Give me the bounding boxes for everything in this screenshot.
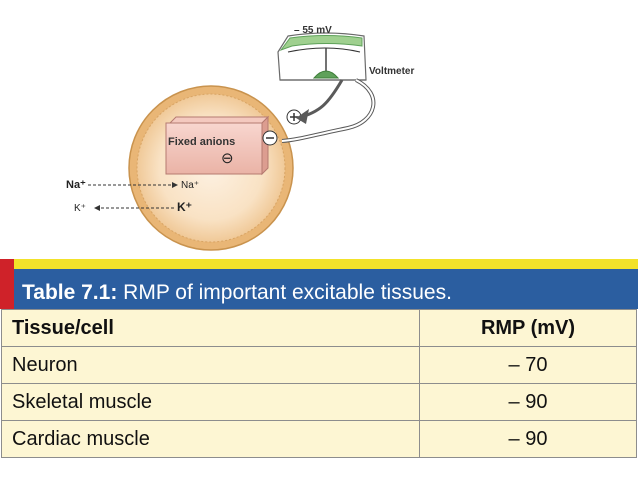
caption-accent-mark [0,259,14,309]
k-outside-label: K⁺ [74,203,86,214]
table-section: Table 7.1: RMP of important excitable ti… [0,259,638,458]
table-caption-text: RMP of important excitable tissues. [123,281,452,304]
fixed-anions-label: Fixed anions [168,136,235,148]
voltmeter-label: Voltmeter [369,66,414,77]
table-row: Skeletal muscle – 90 [1,383,637,421]
voltmeter-reading: – 55 mV [294,25,332,36]
k-inside-label: K⁺ [177,200,192,214]
rmp-cell: – 70 [419,346,637,384]
caption-top-bar [0,259,638,269]
na-outside-label: Na⁺ [66,179,86,191]
na-inside-label: Na⁺ [181,180,199,191]
table-row: Cardiac muscle – 90 [1,420,637,458]
rmp-table: Tissue/cell RMP (mV) Neuron – 70 Skeleta… [1,309,637,458]
table-caption: Table 7.1: RMP of important excitable ti… [22,281,452,309]
ion-movement: Na⁺ Na⁺ K⁺ K⁺ [66,179,199,214]
table-caption-bar: Table 7.1: RMP of important excitable ti… [0,259,638,309]
membrane-potential-diagram: Fixed anions ⊖ – 55 mV Voltmeter Na⁺ Na⁺… [66,25,414,251]
rmp-cell: – 90 [419,383,637,421]
rmp-cell: – 90 [419,420,637,458]
tissue-cell: Neuron [1,346,420,384]
table-row: Neuron – 70 [1,346,637,384]
tissue-cell: Skeletal muscle [1,383,420,421]
header-rmp: RMP (mV) [419,309,637,347]
table-header-row: Tissue/cell RMP (mV) [1,309,637,347]
tissue-cell: Cardiac muscle [1,420,420,458]
anion-minus-icon: ⊖ [221,150,234,167]
voltmeter: – 55 mV Voltmeter [277,25,414,81]
fixed-anions-box: Fixed anions ⊖ [165,115,270,176]
table-caption-label: Table 7.1: [22,281,118,304]
header-tissue: Tissue/cell [1,309,420,347]
